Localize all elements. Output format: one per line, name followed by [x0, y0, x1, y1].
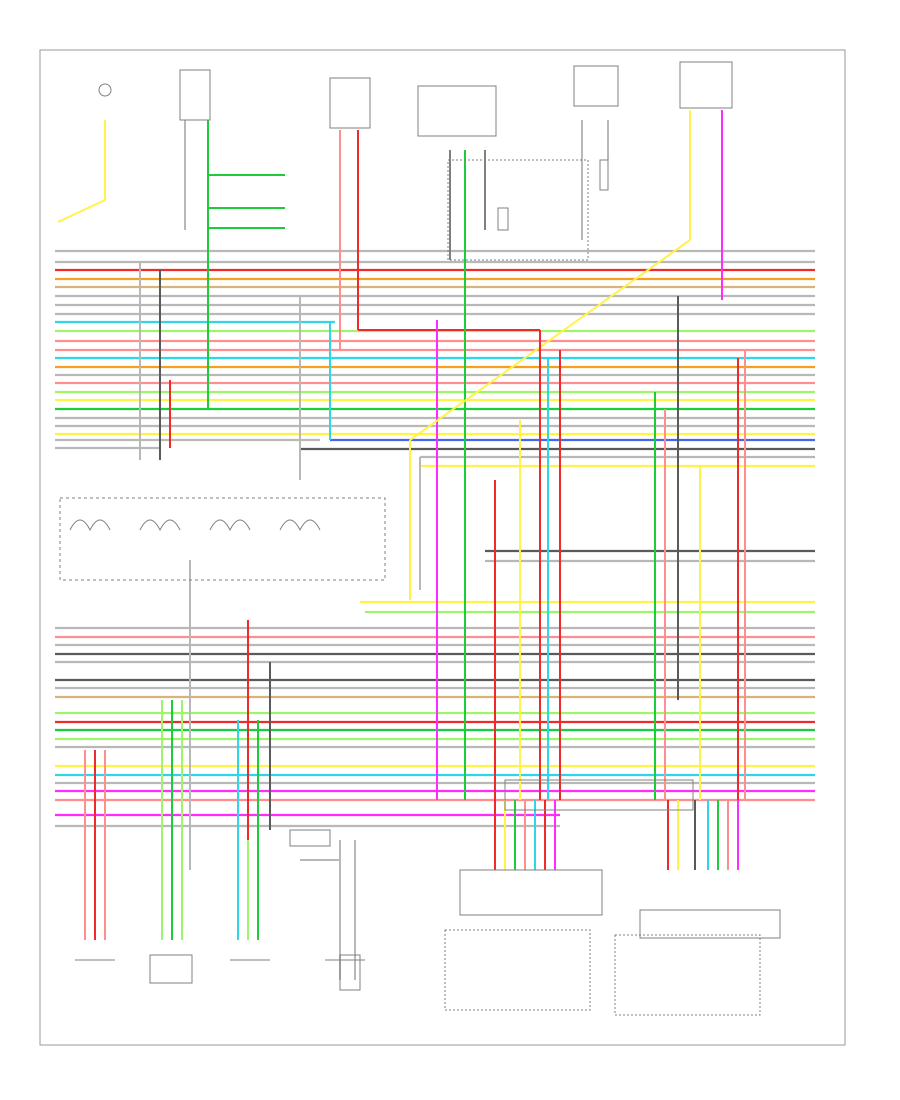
switch-top-left-2: [179, 69, 211, 121]
ignition-control-module: [504, 779, 694, 811]
components: [59, 61, 781, 1016]
fuel-pump-relay: [417, 85, 497, 137]
ignition-coil: [339, 954, 361, 991]
sensor-top-left: [98, 83, 112, 97]
engine-coolant-sensor: [573, 65, 619, 107]
left-ignition-coils: [459, 869, 603, 916]
knock-sensor: [149, 954, 193, 984]
right-ignition-coils: [639, 909, 781, 939]
camshaft-sensor: [289, 829, 331, 847]
harness-middle: [55, 549, 815, 828]
harness-top: [55, 249, 815, 468]
crankshaft-position-sensor: [59, 497, 386, 581]
relay-top: [329, 77, 371, 129]
diagram-border: [39, 49, 846, 1046]
vertical-wires: [57, 110, 746, 980]
